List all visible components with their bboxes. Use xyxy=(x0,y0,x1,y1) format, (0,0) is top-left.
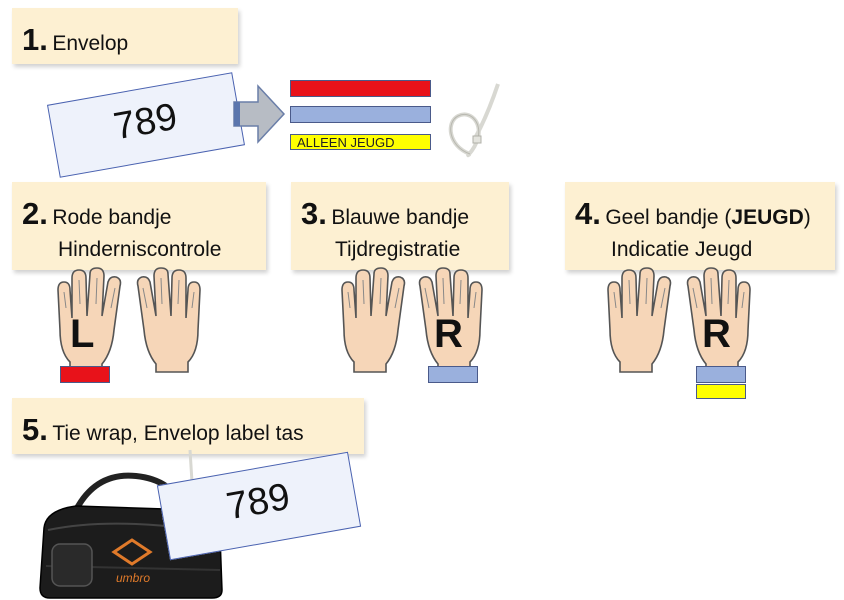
red-wrist-band xyxy=(60,366,110,383)
step-4-note: 4. Geel bandje (JEUGD) Indicatie Jeugd xyxy=(565,182,835,270)
step-2-note: 2. Rode bandje Hinderniscontrole xyxy=(12,182,266,270)
yellow-band-label: ALLEEN JEUGD xyxy=(290,134,431,150)
step-3-heading: 3. Blauwe bandje xyxy=(301,196,469,232)
hand-letter-left: L xyxy=(70,312,95,356)
step-title: Tie wrap, Envelop label tas xyxy=(52,422,304,445)
step-number: 5. xyxy=(22,412,48,447)
step-title-end: ) xyxy=(803,206,811,229)
arrow-icon xyxy=(233,84,286,144)
hand-icon xyxy=(136,267,201,373)
step-2-heading: 2. Rode bandje xyxy=(22,196,171,232)
blue-wrist-band xyxy=(428,366,478,383)
yellow-wrist-band xyxy=(696,384,746,399)
yellow-band-text: ALLEEN JEUGD xyxy=(297,135,395,150)
blue-band xyxy=(290,106,431,123)
step-1-note: 1. Envelop xyxy=(12,8,238,64)
step-title: Rode bandje xyxy=(52,206,172,229)
hand-icon xyxy=(341,267,406,373)
step-3-note: 3. Blauwe bandje Tijdregistratie xyxy=(291,182,509,270)
step-title: Geel bandje ( xyxy=(605,206,732,229)
hand-icon xyxy=(686,267,751,373)
envelope: 789 xyxy=(47,72,245,178)
step-title-bold: JEUGD xyxy=(731,206,804,229)
step-title: Blauwe bandje xyxy=(331,206,470,229)
step-number: 1. xyxy=(22,22,48,57)
red-band xyxy=(290,80,431,97)
step-1-heading: 1. Envelop xyxy=(22,22,128,58)
blue-wrist-band xyxy=(696,366,746,383)
step-number: 3. xyxy=(301,196,327,231)
step-4-heading: 4. Geel bandje (JEUGD) xyxy=(575,196,811,232)
tie-wrap-icon xyxy=(448,83,500,158)
envelope-number: 789 xyxy=(110,95,181,149)
step-5-heading: 5. Tie wrap, Envelop label tas xyxy=(22,412,304,448)
step-subtitle: Indicatie Jeugd xyxy=(611,238,753,261)
hand-letter-right: R xyxy=(434,312,463,356)
step-5-note: 5. Tie wrap, Envelop label tas xyxy=(12,398,364,454)
hand-icon xyxy=(607,267,672,373)
hand-icon xyxy=(418,267,483,373)
step-subtitle: Tijdregistratie xyxy=(335,238,461,261)
step-number: 2. xyxy=(22,196,48,231)
bag-logo: umbro xyxy=(116,571,150,585)
step-number: 4. xyxy=(575,196,601,231)
step-title: Envelop xyxy=(52,32,129,55)
hand-icon xyxy=(57,267,122,373)
hand-letter-right: R xyxy=(702,312,731,356)
step-subtitle: Hinderniscontrole xyxy=(58,238,222,261)
